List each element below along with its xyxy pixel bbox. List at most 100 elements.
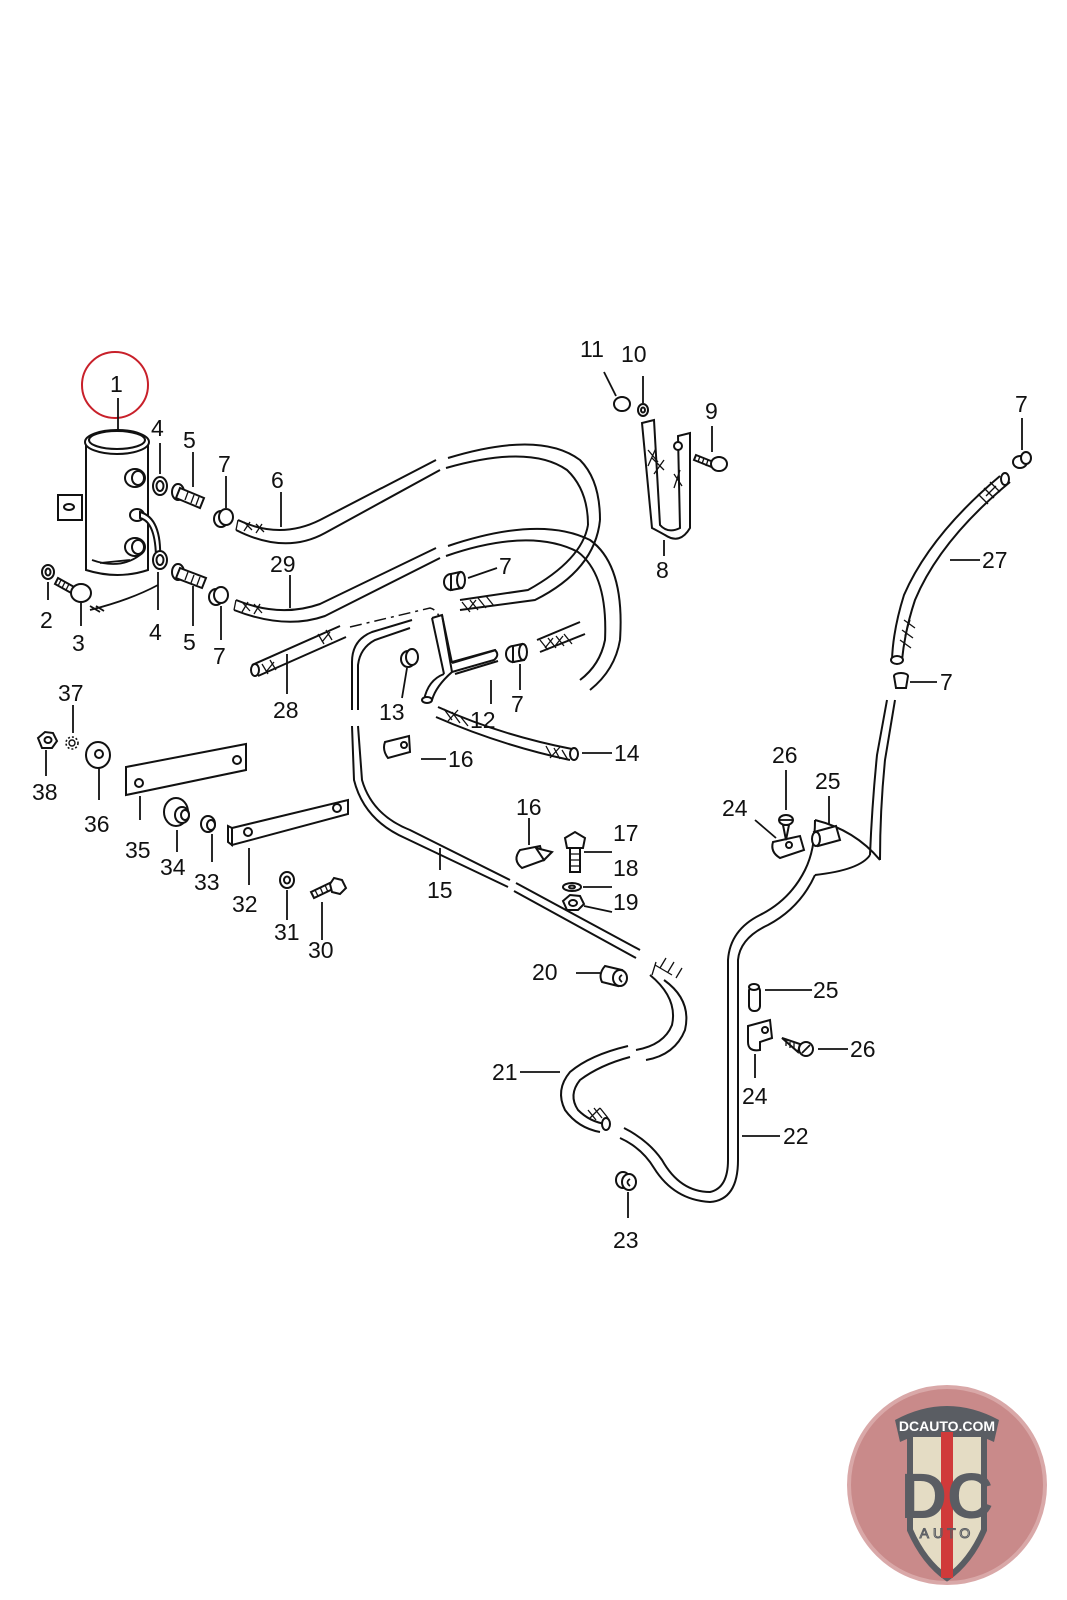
- callout-25-lower: 25: [813, 977, 839, 1003]
- callout-24-lower: 24: [742, 1083, 768, 1109]
- grommet-20[interactable]: [599, 964, 628, 988]
- logo-mark-text: DC: [901, 1460, 993, 1532]
- nut-11[interactable]: [613, 396, 631, 412]
- fuel-pump[interactable]: [57, 351, 162, 576]
- callout-7-a: 7: [218, 451, 231, 477]
- nut-19[interactable]: [561, 893, 586, 911]
- washer-18[interactable]: [562, 882, 582, 892]
- callout-11: 11: [580, 336, 604, 362]
- grommet-23[interactable]: [615, 1171, 637, 1191]
- callout-6: 6: [271, 467, 284, 493]
- pump-wire-lead: [89, 584, 159, 611]
- fuel-line-22[interactable]: [619, 699, 896, 1204]
- callout-36: 36: [84, 811, 110, 837]
- strap-8[interactable]: [640, 418, 691, 540]
- clamp-7-b[interactable]: [208, 586, 229, 606]
- callout-12: 12: [470, 707, 496, 733]
- bracket-plate-35[interactable]: [125, 742, 247, 797]
- bolt-9[interactable]: [692, 453, 728, 472]
- callout-24-upper: 24: [722, 795, 748, 821]
- clamp-7-d[interactable]: [505, 642, 528, 664]
- clamp-7-e[interactable]: [1012, 451, 1032, 469]
- fitting-5-upper[interactable]: [171, 483, 206, 510]
- washer-10[interactable]: [637, 403, 649, 417]
- sleeve-25-upper[interactable]: [811, 824, 842, 848]
- clip-24-lower[interactable]: [747, 1018, 774, 1052]
- fuel-hose-28[interactable]: [250, 625, 347, 677]
- callout-5-lower: 5: [183, 629, 196, 655]
- fuel-hose-29[interactable]: [233, 527, 622, 691]
- sleeve-13[interactable]: [400, 648, 419, 668]
- bolt-3[interactable]: [53, 576, 92, 603]
- fuel-hose-27[interactable]: [890, 472, 1011, 665]
- logo-stripe: [941, 1432, 953, 1578]
- callout-38: 38: [32, 779, 58, 805]
- screw-26-upper[interactable]: [778, 814, 794, 841]
- fuel-hose-14[interactable]: [435, 706, 579, 761]
- washer-4-lower[interactable]: [152, 550, 168, 570]
- callout-18: 18: [613, 855, 639, 881]
- callout-10: 10: [621, 341, 647, 367]
- clamp-7-c[interactable]: [443, 570, 466, 592]
- lock-washer-37[interactable]: [65, 736, 79, 750]
- callout-15: 15: [427, 877, 453, 903]
- callout-7-f: 7: [940, 669, 953, 695]
- fuel-hose-21[interactable]: [560, 957, 688, 1133]
- callout-8: 8: [656, 557, 669, 583]
- callout-2: 2: [40, 607, 53, 633]
- fitting-5-lower[interactable]: [171, 563, 208, 590]
- screw-26-lower[interactable]: [781, 1037, 814, 1057]
- callout-16-lower: 16: [516, 794, 542, 820]
- callout-20: 20: [532, 959, 558, 985]
- clamp-7-f[interactable]: [893, 672, 909, 689]
- bracket-plate-32[interactable]: [227, 798, 349, 847]
- callout-26-lower: 26: [850, 1036, 876, 1062]
- callout-32: 32: [232, 891, 258, 917]
- dcauto-logo[interactable]: DCAUTO.COM DC AUTO: [847, 1385, 1047, 1585]
- callout-22: 22: [783, 1123, 809, 1149]
- bushing-33[interactable]: [200, 815, 216, 833]
- callout-7-b: 7: [213, 643, 226, 669]
- t-piece-12[interactable]: [421, 613, 499, 704]
- callout-25-upper: 25: [815, 768, 841, 794]
- callout-13: 13: [379, 699, 405, 725]
- highlight-circle: [81, 351, 149, 419]
- washer-31[interactable]: [279, 871, 295, 889]
- sleeve-25-lower[interactable]: [748, 983, 761, 1012]
- logo-sub-text: AUTO: [920, 1525, 975, 1541]
- callout-4-upper: 4: [151, 415, 164, 441]
- washer-2[interactable]: [41, 564, 55, 580]
- fuel-hose-6[interactable]: [235, 443, 601, 545]
- clip-24-upper[interactable]: [771, 834, 806, 860]
- clip-16-upper[interactable]: [383, 734, 412, 760]
- callout-14: 14: [614, 740, 640, 766]
- nut-38[interactable]: [36, 730, 59, 749]
- callout-30: 30: [308, 937, 334, 963]
- callout-33: 33: [194, 869, 220, 895]
- clamp-7-a[interactable]: [213, 508, 234, 528]
- callout-29: 29: [270, 551, 296, 577]
- rubber-mount-34[interactable]: [163, 797, 190, 827]
- dash-leader: [349, 607, 441, 628]
- callout-5-upper: 5: [183, 427, 196, 453]
- callout-7-d: 7: [511, 691, 524, 717]
- bolt-17[interactable]: [563, 830, 587, 873]
- clip-16-lower[interactable]: [515, 844, 554, 870]
- callout-35: 35: [125, 837, 151, 863]
- callout-4-lower: 4: [149, 619, 162, 645]
- callout-37: 37: [58, 680, 84, 706]
- callout-26-upper: 26: [772, 742, 798, 768]
- washer-4-upper[interactable]: [152, 476, 168, 496]
- logo-domain-text: DCAUTO.COM: [899, 1418, 995, 1434]
- callout-31: 31: [274, 919, 300, 945]
- callout-9: 9: [705, 398, 718, 424]
- bolt-30[interactable]: [309, 876, 348, 900]
- callout-28: 28: [273, 697, 299, 723]
- callout-17: 17: [613, 820, 639, 846]
- callout-21: 21: [492, 1059, 518, 1085]
- callout-3: 3: [72, 630, 85, 656]
- washer-36[interactable]: [85, 741, 111, 769]
- callout-16-upper: 16: [448, 746, 474, 772]
- fuel-line-15[interactable]: [351, 619, 641, 959]
